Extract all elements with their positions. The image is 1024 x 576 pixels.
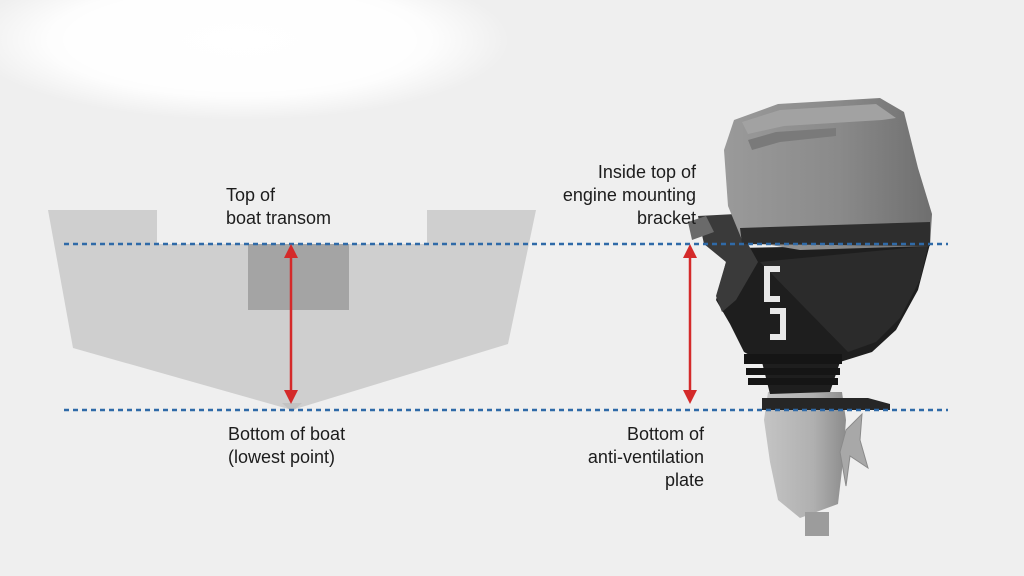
background-glow <box>0 0 510 120</box>
bracket-clamp <box>688 216 714 240</box>
label-inside-top-of-bracket: Inside top of engine mounting bracket <box>520 161 696 230</box>
engine-lower-unit <box>764 392 846 518</box>
keel-point <box>282 403 302 412</box>
label-line: (lowest point) <box>228 447 336 467</box>
label-line: boat transom <box>226 208 332 228</box>
boat-height-arrow <box>284 244 298 404</box>
label-line: Inside top of <box>597 162 696 182</box>
cowling-top-panel <box>742 104 896 134</box>
engine-logo-mark <box>764 266 786 340</box>
label-line: bracket <box>636 208 696 228</box>
label-bottom-of-anti-ventilation-plate: Bottom of anti-ventilation plate <box>540 423 704 492</box>
label-line: plate <box>664 470 704 490</box>
label-line: Bottom of <box>626 424 704 444</box>
label-line: Bottom of boat <box>228 424 346 444</box>
label-top-of-boat-transom: Top of boat transom <box>226 184 331 230</box>
cowling-bottom-band <box>740 222 930 246</box>
propeller <box>839 412 869 487</box>
label-line: anti-ventilation <box>587 447 704 467</box>
engine-stripe <box>744 354 842 364</box>
midsection-shading <box>760 246 928 352</box>
transom-plate <box>248 244 349 310</box>
label-line: Top of <box>226 185 276 205</box>
anti-ventilation-plate <box>762 398 890 410</box>
label-bottom-of-boat: Bottom of boat (lowest point) <box>228 423 345 469</box>
engine-stripe <box>748 378 838 385</box>
cowling-vent <box>748 128 836 150</box>
engine-stripe <box>746 368 840 375</box>
engine-skeg <box>805 512 829 536</box>
label-line: engine mounting <box>562 185 696 205</box>
engine-height-arrow <box>683 244 697 404</box>
outboard-engine <box>688 98 932 536</box>
